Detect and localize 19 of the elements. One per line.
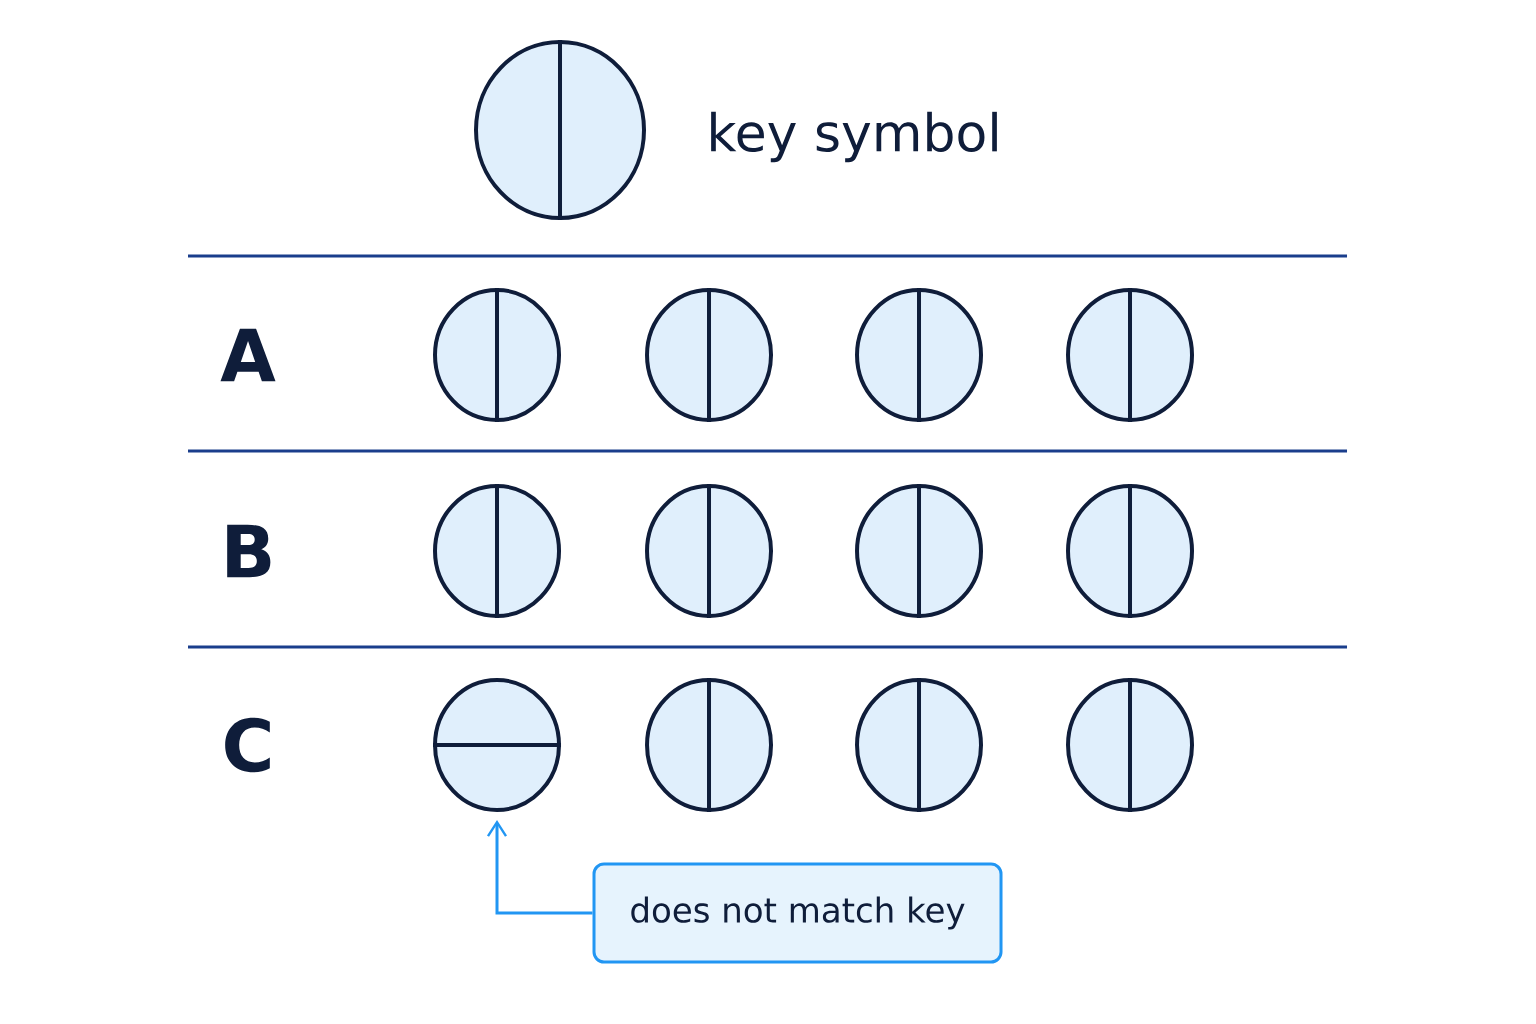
divided-circle xyxy=(433,678,561,812)
callout-box: does not match key xyxy=(592,862,1003,964)
row-label: C xyxy=(225,717,270,773)
divided-circle xyxy=(645,288,773,422)
divided-circle xyxy=(855,484,983,618)
divided-circle xyxy=(1066,288,1194,422)
leader-arrow xyxy=(487,820,593,915)
divided-circle xyxy=(1066,678,1194,812)
row-label: A xyxy=(220,328,276,382)
divided-circle xyxy=(855,678,983,812)
row-label: B xyxy=(227,524,271,578)
symbol-caption: key symbol xyxy=(711,111,997,163)
divided-circle xyxy=(645,484,773,618)
divided-circle xyxy=(855,288,983,422)
divided-circle xyxy=(433,484,561,618)
divided-circle xyxy=(1066,484,1194,618)
divided-circle xyxy=(645,678,773,812)
key-symbol xyxy=(474,40,646,220)
divided-circle xyxy=(433,288,561,422)
